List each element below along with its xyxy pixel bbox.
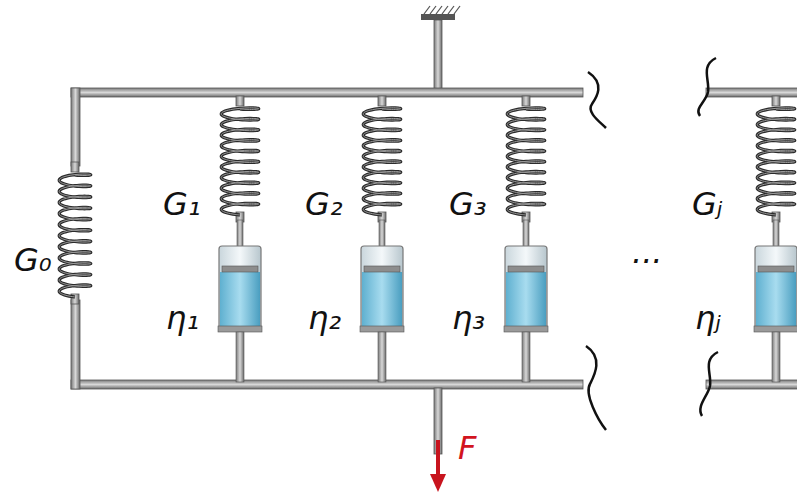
force-shaft: [436, 440, 440, 478]
spring-g0: [59, 162, 91, 304]
spring-label: Gⱼ: [692, 188, 722, 220]
spring-end: [378, 96, 386, 106]
piston: [364, 266, 400, 272]
cylinder-base: [218, 326, 262, 332]
spring-label: G₃: [449, 188, 487, 220]
spring-end: [772, 96, 780, 106]
hatch-stroke: [454, 6, 460, 14]
spring-end: [522, 96, 530, 106]
dashpot-rod: [378, 332, 386, 382]
frame-bars: [71, 88, 797, 389]
hatch-stroke: [430, 6, 436, 14]
cylinder-base: [504, 326, 548, 332]
bottom-bar: [71, 380, 583, 389]
dashpot: [360, 220, 404, 382]
break-marks: [586, 58, 718, 430]
top-bar-right: [706, 88, 797, 97]
spring-coil: [507, 108, 545, 215]
ellipsis: ...: [632, 236, 663, 268]
cylinder: [755, 246, 797, 330]
break-mark: [698, 58, 716, 116]
dashpot: [504, 220, 548, 382]
spring-end: [71, 162, 79, 172]
force-arrowhead: [430, 474, 446, 492]
fluid: [756, 272, 796, 329]
hatch-stroke: [442, 6, 448, 14]
spring-coil-highlight: [507, 108, 545, 215]
spring-coil: [363, 108, 401, 215]
spring-branch: [221, 96, 259, 222]
hatch-stroke: [436, 6, 442, 14]
dashpot: [754, 220, 797, 382]
hatch-stroke: [448, 6, 454, 14]
force-arrow: [430, 388, 446, 492]
spring-label: G₀: [14, 244, 52, 276]
dashpot: [218, 220, 262, 382]
hatch-stroke: [424, 6, 430, 14]
dashpot-rod: [522, 332, 530, 382]
support-hatching: [424, 6, 460, 14]
piston: [508, 266, 544, 272]
spring-coil-highlight: [59, 174, 91, 297]
spring-label: G₁: [163, 188, 201, 220]
spring-branch: [363, 96, 401, 222]
spring-coil-highlight: [221, 108, 259, 215]
fluid: [506, 272, 546, 329]
dashpot-rod: [236, 332, 244, 382]
springs: [59, 96, 795, 304]
spring-label: G₂: [305, 188, 343, 220]
fluid: [362, 272, 402, 329]
spring-coil-highlight: [757, 108, 795, 215]
left-upright-top: [71, 88, 80, 166]
spring-end: [236, 96, 244, 106]
dashpot-label: η₃: [452, 302, 485, 334]
break-mark: [588, 72, 606, 128]
spring-branch: [507, 96, 545, 222]
cylinder: [219, 246, 261, 330]
spring-coil: [59, 174, 91, 297]
support-stem: [434, 20, 442, 94]
spring-coil-highlight: [363, 108, 401, 215]
force-label: F: [458, 432, 476, 464]
dashpot-label: η₁: [166, 302, 199, 334]
fixed-support: [421, 6, 460, 94]
cylinder: [361, 246, 403, 330]
support-plate: [421, 14, 455, 20]
piston: [222, 266, 258, 272]
cylinder: [505, 246, 547, 330]
dashpot-label: η₂: [308, 302, 341, 334]
cylinder-base: [360, 326, 404, 332]
cylinder-base: [754, 326, 797, 332]
top-bar: [71, 88, 583, 97]
spring-branch: [757, 96, 795, 222]
left-upright-bottom: [71, 300, 80, 389]
fluid: [220, 272, 260, 329]
spring-coil: [757, 108, 795, 215]
bottom-bar-right: [706, 380, 797, 389]
dashpot-rod: [772, 332, 780, 382]
spring-coil: [221, 108, 259, 215]
piston: [758, 266, 794, 272]
break-mark: [586, 346, 606, 430]
dashpot-label: ηⱼ: [695, 302, 721, 334]
break-mark: [700, 352, 718, 416]
